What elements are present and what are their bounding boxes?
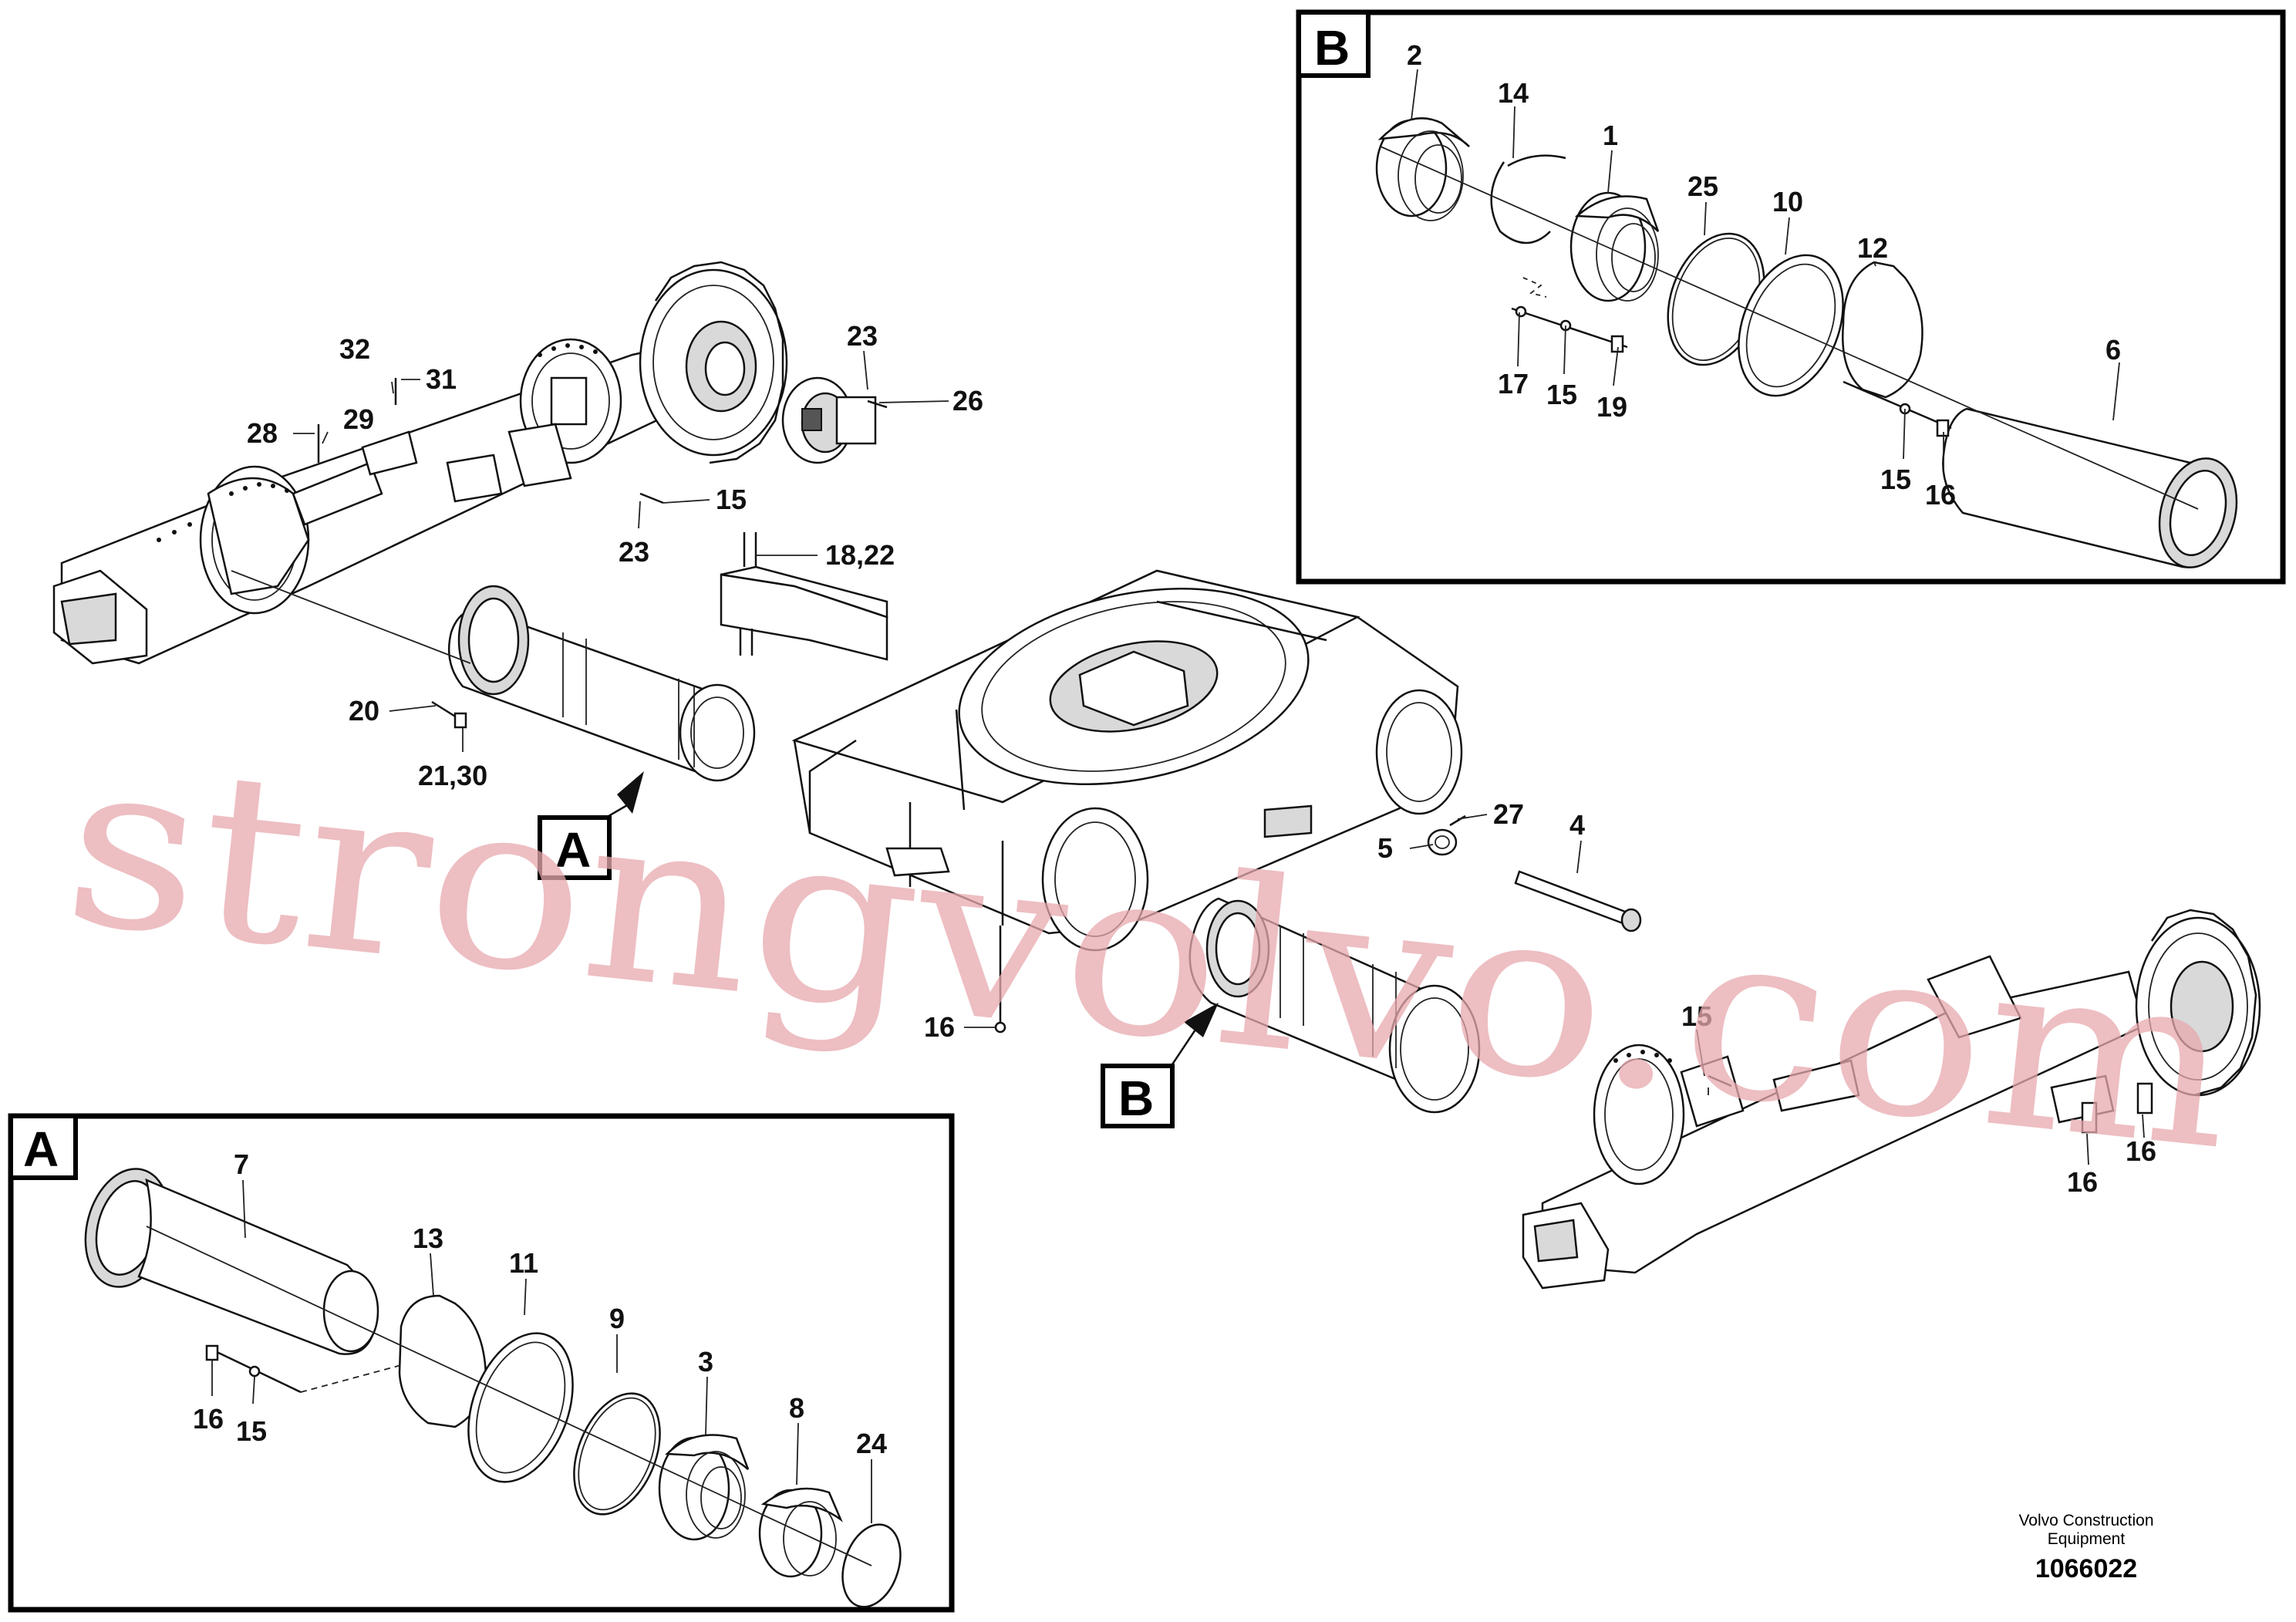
label-b-6: 6: [2106, 334, 2121, 366]
part-6-pin: [1942, 407, 2238, 568]
label-b-16: 16: [1925, 479, 1956, 511]
label-a-13: 13: [413, 1222, 443, 1254]
detail-box-a-letter: A: [23, 1121, 59, 1177]
label-b-17: 17: [1498, 368, 1529, 400]
footer-drawing-number: 1066022: [2035, 1554, 2137, 1583]
label-m-15: 15: [716, 484, 747, 515]
label-a-7: 7: [234, 1148, 249, 1180]
axle-sleeve-b: [1188, 897, 1481, 1114]
footer-company-line1: Volvo Construction: [2018, 1512, 2153, 1529]
label-b-2: 2: [1407, 39, 1422, 71]
detail-box-a: A: [8, 1113, 955, 1613]
bolt-27: [1449, 814, 1466, 827]
label-b-25: 25: [1687, 170, 1718, 202]
bolt-16-15-detail-a: [205, 1344, 302, 1394]
label-b-1: 1: [1603, 120, 1618, 151]
detail-box-b-frame: [1296, 9, 2286, 585]
axle-sleeve-a: [447, 585, 756, 782]
label-m-20: 20: [349, 695, 379, 727]
mounting-bracket-18-22: [720, 532, 888, 661]
drive-sprocket-upper: [639, 261, 788, 464]
callout-a-letter: A: [555, 822, 591, 878]
label-m-23a: 23: [847, 320, 878, 352]
label-a-24: 24: [856, 1428, 887, 1459]
label-a-15: 15: [236, 1415, 267, 1447]
drive-sprocket-lower: [2135, 909, 2261, 1097]
label-m-31: 31: [426, 363, 457, 395]
label-a-16: 16: [193, 1403, 224, 1435]
bolts-lower-frame: [994, 926, 2153, 1134]
label-b-12: 12: [1857, 232, 1888, 264]
label-b-19: 19: [1596, 391, 1627, 423]
label-m-16: 16: [924, 1011, 955, 1043]
detail-box-a-frame: [8, 1113, 955, 1613]
part-12-shim: [1842, 261, 1923, 399]
part-24-ring: [841, 1523, 902, 1608]
part-14-snap-ring: [1490, 161, 1551, 244]
label-b-15a: 15: [1546, 379, 1577, 410]
detail-box-b-tag: [1296, 10, 1371, 78]
label-m-26: 26: [952, 385, 983, 416]
callout-b-letter: B: [1118, 1071, 1154, 1126]
part-1-sleeve: [1569, 191, 1660, 302]
label-r-15: 15: [1681, 1000, 1712, 1032]
label-a-11: 11: [509, 1247, 538, 1279]
label-a-8: 8: [789, 1392, 804, 1424]
label-b-14: 14: [1498, 77, 1529, 109]
part-10-plate: [1738, 254, 1844, 397]
callout-a-marker: A: [538, 771, 644, 880]
pin-4: [1514, 870, 1642, 932]
label-m-23b: 23: [619, 536, 649, 568]
label-m-5: 5: [1377, 832, 1393, 864]
label-b-10: 10: [1772, 186, 1803, 218]
label-b-15b: 15: [1880, 464, 1911, 495]
part-7-pin: [84, 1168, 379, 1355]
label-m-18-22: 18,22: [825, 539, 895, 571]
nut-5: [1427, 828, 1458, 856]
detail-box-b: B: [1296, 9, 2286, 585]
center-frame: [791, 569, 1463, 952]
label-m-27: 27: [1493, 798, 1524, 830]
callout-b-marker: B: [1101, 1003, 1219, 1128]
part-9-o-ring: [573, 1392, 661, 1516]
part-2-bushing: [1375, 117, 1470, 221]
detail-box-a-tag: [8, 1114, 78, 1180]
label-a-9: 9: [609, 1303, 625, 1334]
bolts-upper-frame: [317, 378, 888, 729]
label-r-16a: 16: [2067, 1166, 2098, 1198]
label-m-32: 32: [339, 333, 370, 365]
left-track-frame: [52, 261, 877, 665]
right-track-frame: [1522, 909, 2261, 1290]
label-m-29: 29: [343, 403, 374, 435]
label-m-4: 4: [1569, 809, 1585, 841]
part-11-plate: [467, 1332, 574, 1483]
label-m-28: 28: [247, 417, 278, 449]
label-a-3: 3: [698, 1346, 713, 1378]
bolt-17-15-19: [1511, 305, 1628, 353]
detail-box-b-letter: B: [1314, 20, 1350, 76]
travel-motor: [781, 376, 877, 464]
part-3-sleeve: [658, 1434, 750, 1541]
part-8-bushing: [758, 1487, 843, 1578]
footer-company-line2: Equipment: [2048, 1530, 2126, 1548]
label-r-16b: 16: [2126, 1135, 2156, 1167]
label-m-21-30: 21,30: [418, 760, 487, 791]
